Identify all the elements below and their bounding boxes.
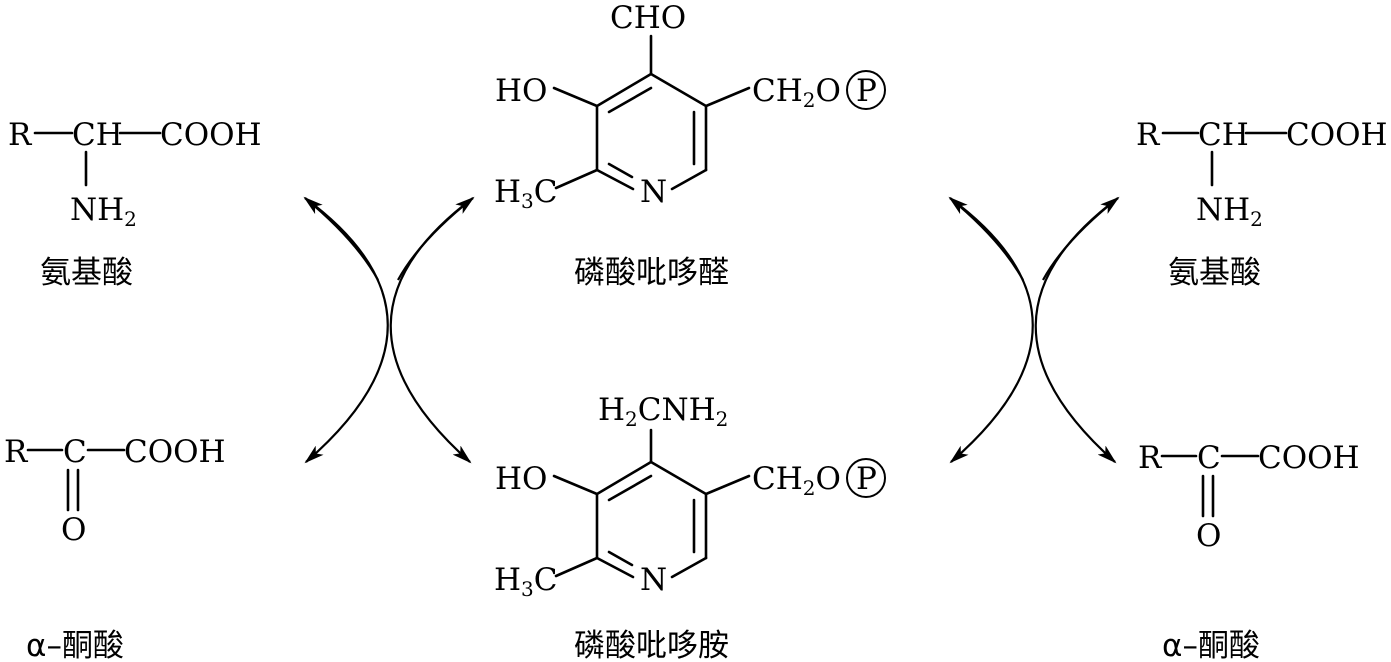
to-plp-arrowhead-right [948,196,1024,281]
carbonyl-oxygen: O [61,512,86,548]
alpha-carbon: CH [72,117,123,153]
aminomethyl-group: H2CNH2 [598,392,728,431]
right-reaction-arrows [948,196,1120,464]
plp-to-pmp-arrow [389,197,474,464]
amino-acid-caption: 氨基酸 [1168,255,1261,291]
r-group: R [1136,117,1161,153]
hydroxyl-group: HO [495,73,547,109]
r-group: R [1138,440,1163,476]
methyl-group: H3C [494,174,558,213]
keto-acid-caption: α–酮酸 [26,628,124,662]
phosphate-label: P [856,73,877,109]
phosphate-circle [846,458,886,498]
carbonyl-carbon: C [1197,440,1221,476]
carbonyl-oxygen: O [1196,518,1221,554]
carboxyl-group: COOH [1286,117,1388,153]
bond [704,86,751,108]
ring-bond [595,168,635,191]
bond [554,556,599,578]
pmp-caption: 磷酸吡哆胺 [574,628,729,662]
phosphate-label: P [856,461,877,497]
amino-acid-right: R CH COOH NH2 氨基酸 [1136,117,1388,291]
carboxyl-group: COOH [124,434,226,470]
left-reaction-arrows [303,196,475,464]
amino-to-keto-arrow-right [1034,197,1119,464]
to-amino-acid-arrowhead [303,196,379,281]
bond [554,168,599,190]
keto-acid-caption: α–酮酸 [1162,628,1260,662]
ring-bond [670,168,708,191]
bond [704,474,751,496]
amino-acid-left: R CH COOH NH2 氨基酸 [8,117,262,291]
keto-acid-left: R C COOH O α–酮酸 [4,434,226,662]
r-group: R [4,434,29,470]
hydroxyl-group: HO [495,461,547,497]
phosphate-circle [846,70,886,110]
ring-bonds [595,72,653,172]
phosphomethyl-group: CH2O [752,461,841,500]
ring-bonds [649,460,708,560]
aldehyde-group: CHO [610,0,686,36]
ring-bonds [649,72,708,172]
phosphomethyl-group: CH2O [752,73,841,112]
keto-acid-right: R C COOH O α–酮酸 [1138,440,1360,662]
ring-double-bond [607,162,634,179]
plp-to-pmp-arrow-right [949,197,1034,464]
amino-to-keto-arrow [304,197,389,464]
ring-nitrogen: N [640,562,667,598]
to-amino-acid-arrowhead-right [1042,196,1120,281]
bond [552,86,599,108]
ring-bonds [595,460,653,560]
r-group: R [8,117,33,153]
carboxyl-group: COOH [1258,440,1360,476]
bond [552,474,599,496]
ring-double-bond [607,550,634,567]
carboxyl-group: COOH [160,117,262,153]
ring-bond [595,556,635,579]
ring-double-bond [607,86,653,114]
pyridoxamine-phosphate: H2CNH2 N HO CH2O P H3C 磷酸吡哆胺 [494,392,886,662]
alpha-carbon: CH [1198,117,1249,153]
amino-group: NH2 [70,192,137,231]
pyridoxal-phosphate: CHO N HO CH2O P H3C 磷酸吡哆醛 [494,0,886,291]
ring-nitrogen: N [640,174,667,210]
plp-caption: 磷酸吡哆醛 [574,255,729,291]
amino-acid-caption: 氨基酸 [40,255,133,291]
ring-bond [670,556,708,579]
ring-double-bond [607,474,653,502]
methyl-group: H3C [494,562,558,601]
amino-group: NH2 [1196,192,1263,231]
carbonyl-carbon: C [63,434,87,470]
to-plp-arrowhead [397,196,475,281]
